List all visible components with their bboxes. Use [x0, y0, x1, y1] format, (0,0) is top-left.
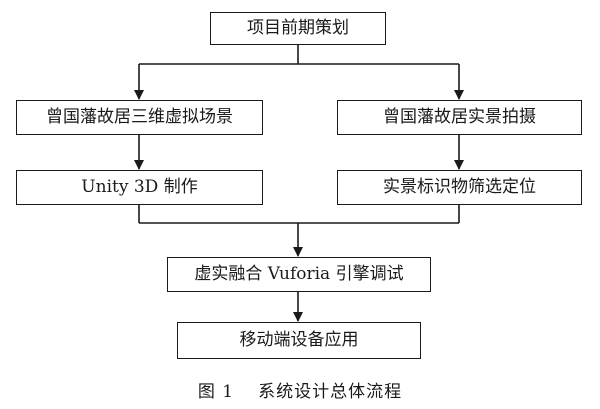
node-mobile-application: 移动端设备应用 [177, 322, 421, 359]
figure-title: 系统设计总体流程 [258, 382, 403, 402]
node-project-planning: 项目前期策划 [210, 12, 386, 45]
node-virtual-scene: 曾国藩故居三维虚拟场景 [16, 100, 263, 135]
node-marker-selection: 实景标识物筛选定位 [337, 170, 582, 205]
node-vuforia-debug: 虚实融合 Vuforia 引擎调试 [167, 257, 431, 292]
figure-caption: 图 1 系统设计总体流程 [0, 377, 600, 402]
figure-number: 图 1 [197, 382, 235, 402]
node-real-scene-shoot: 曾国藩故居实景拍摄 [337, 100, 582, 135]
node-unity-production: Unity 3D 制作 [16, 170, 263, 205]
